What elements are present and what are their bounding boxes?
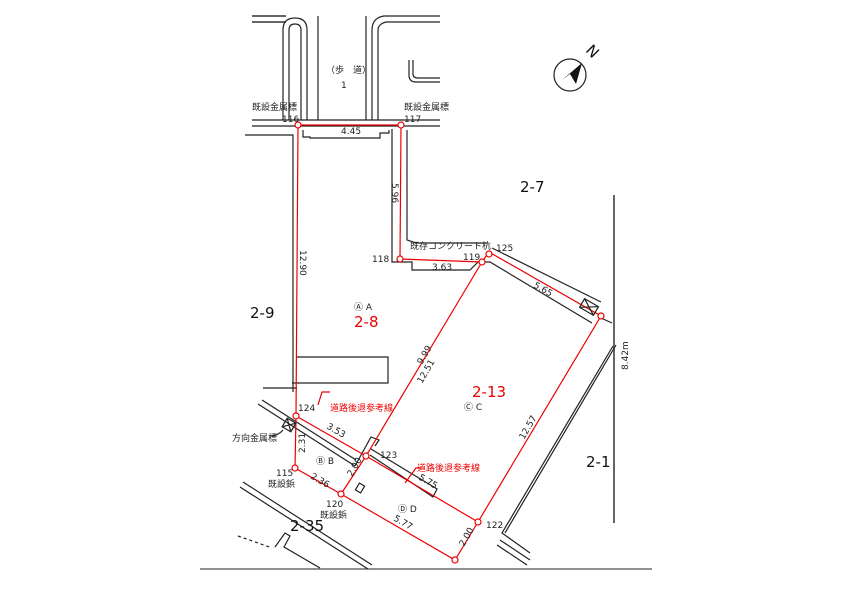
lot-number: 2-1 [586,453,611,471]
dimension-label: 2.00 [346,456,365,479]
dimension-label: 5.96 [389,183,399,203]
north-arrow-icon: N [553,41,603,92]
point-label: 116 [282,115,299,125]
dimension-label: 8.42m [621,341,631,370]
marker-label: 既存コンクリート杭 [410,240,491,252]
marker-label: 方向金属標 [232,432,277,444]
marker-label: 既設鋲 [320,509,347,521]
point-label: 124 [298,404,315,414]
lot-number: 2-13 [472,383,506,401]
boundary-points [291,121,605,564]
lot-number: 2-9 [250,304,275,322]
lot-number: 2-8 [354,313,379,331]
sidewalk-label: （歩 道） [326,64,371,76]
point-label: 118 [372,255,389,265]
setback-label: 道路後退参考線 [330,402,393,414]
point-label: 122 [486,521,503,531]
lot-symbol: Ⓓ D [398,504,417,515]
point-label: 120 [326,500,343,510]
dimension-label: 5.65 [532,281,554,299]
marker-label: 既設金属標 [252,101,297,113]
lot-symbol: Ⓑ B [316,456,334,467]
dimension-label: 2.36 [309,472,332,491]
lot-number: 2-7 [520,178,545,196]
sidewalk-number: 1 [341,81,347,91]
base-lines [200,15,652,570]
point-label: 117 [404,115,421,125]
marker-label: 既設鋲 [268,478,295,490]
point-label: 125 [496,244,513,254]
point-label: 123 [380,451,397,461]
setback-label: 道路後退参考線 [417,462,480,474]
dimension-label: 2.31 [298,433,308,453]
dimension-label: 12.90 [297,250,307,276]
marker-label: 既設金属標 [404,101,449,113]
dimension-label: 12.57 [518,414,540,441]
dimension-label: 3.63 [432,263,452,273]
dimension-label: 4.45 [341,127,361,137]
north-label: N [582,41,603,62]
lot-symbol: Ⓒ C [464,402,482,413]
lot-symbol: Ⓐ A [354,302,373,313]
marker-boxes [269,297,600,437]
dimension-label: 3.53 [325,422,347,441]
point-label: 115 [276,469,293,479]
lot-number: 2-35 [290,517,324,535]
point-label: 119 [463,253,480,263]
